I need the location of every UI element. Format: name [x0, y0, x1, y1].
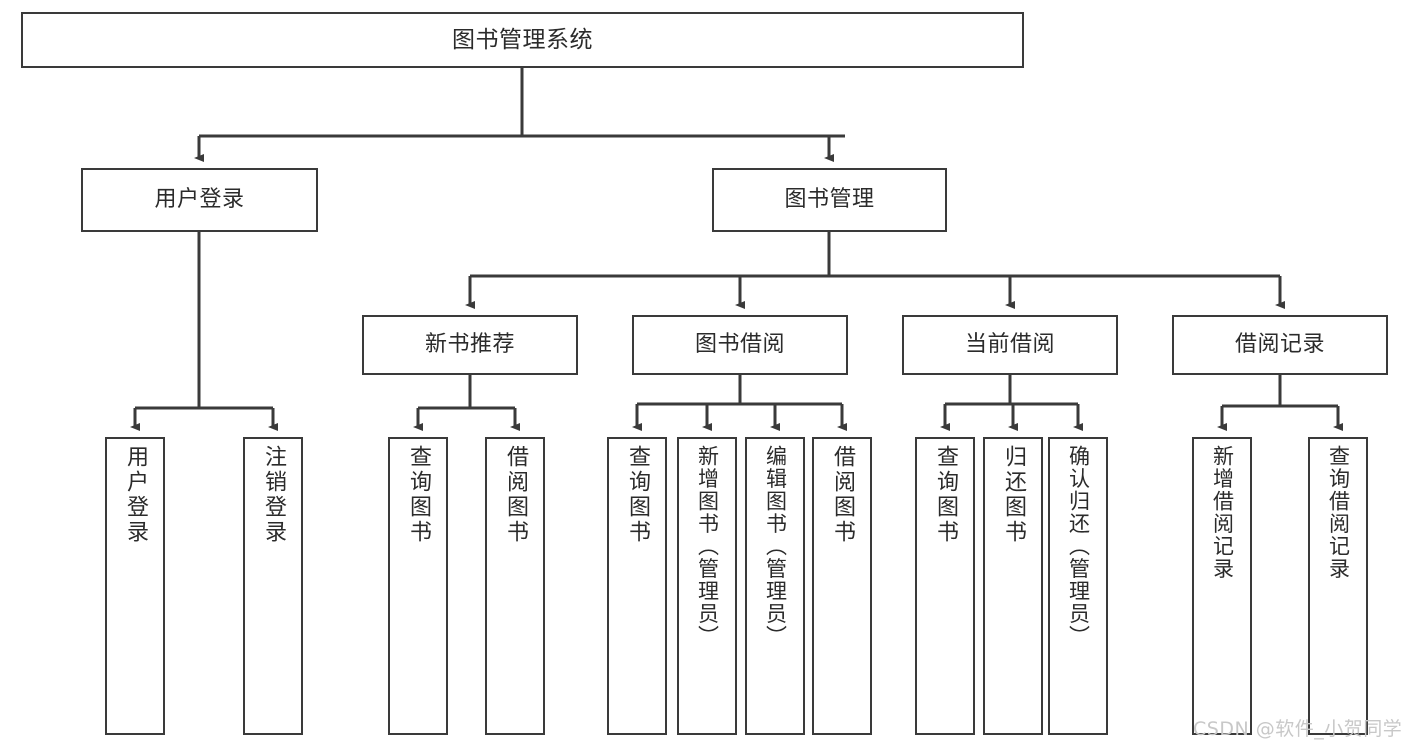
leaf-query-borrow-record[interactable]: 查询借阅记录: [1308, 437, 1368, 735]
leaf-new-borrow-book-label: 借阅图书: [503, 445, 528, 545]
leaf-borrow-query-book[interactable]: 查询图书: [607, 437, 667, 735]
leaf-return-book[interactable]: 归还图书: [983, 437, 1043, 735]
node-root-label: 图书管理系统: [452, 26, 593, 53]
node-current-borrow-label: 当前借阅: [964, 332, 1055, 358]
node-book-borrow-label: 图书借阅: [694, 332, 785, 358]
leaf-new-query-book[interactable]: 查询图书: [388, 437, 448, 735]
leaf-current-query-book[interactable]: 查询图书: [915, 437, 975, 735]
node-user-login-label: 用户登录: [154, 187, 245, 213]
node-new-book-recommend-label: 新书推荐: [424, 332, 515, 358]
leaf-confirm-return-admin-label: 确认归还（管理员）: [1066, 445, 1091, 648]
leaf-query-borrow-record-label: 查询借阅记录: [1326, 445, 1351, 580]
leaf-user-login[interactable]: 用户登录: [105, 437, 165, 735]
leaf-current-query-book-label: 查询图书: [933, 445, 958, 545]
leaf-logout-label: 注销登录: [261, 445, 286, 545]
node-borrow-record-label: 借阅记录: [1234, 332, 1325, 358]
node-user-login[interactable]: 用户登录: [81, 168, 318, 232]
leaf-new-borrow-book[interactable]: 借阅图书: [485, 437, 545, 735]
leaf-return-book-label: 归还图书: [1001, 445, 1026, 545]
leaf-new-query-book-label: 查询图书: [406, 445, 431, 545]
csdn-watermark: CSDN @软件_小贺同学: [1193, 718, 1403, 740]
leaf-edit-book-admin[interactable]: 编辑图书（管理员）: [745, 437, 805, 735]
leaf-borrow-book[interactable]: 借阅图书: [812, 437, 872, 735]
node-book-management-label: 图书管理: [784, 187, 875, 213]
node-book-management[interactable]: 图书管理: [712, 168, 947, 232]
leaf-confirm-return-admin[interactable]: 确认归还（管理员）: [1048, 437, 1108, 735]
leaf-add-borrow-record-label: 新增借阅记录: [1210, 445, 1235, 580]
leaf-user-login-label: 用户登录: [123, 445, 148, 545]
leaf-borrow-book-label: 借阅图书: [830, 445, 855, 545]
node-current-borrow[interactable]: 当前借阅: [902, 315, 1118, 375]
leaf-edit-book-admin-label: 编辑图书（管理员）: [763, 445, 788, 648]
node-book-borrow[interactable]: 图书借阅: [632, 315, 848, 375]
leaf-add-book-admin[interactable]: 新增图书（管理员）: [677, 437, 737, 735]
leaf-borrow-query-book-label: 查询图书: [625, 445, 650, 545]
leaf-logout[interactable]: 注销登录: [243, 437, 303, 735]
node-root[interactable]: 图书管理系统: [21, 12, 1024, 68]
leaf-add-book-admin-label: 新增图书（管理员）: [695, 445, 720, 648]
node-new-book-recommend[interactable]: 新书推荐: [362, 315, 578, 375]
node-borrow-record[interactable]: 借阅记录: [1172, 315, 1388, 375]
leaf-add-borrow-record[interactable]: 新增借阅记录: [1192, 437, 1252, 735]
